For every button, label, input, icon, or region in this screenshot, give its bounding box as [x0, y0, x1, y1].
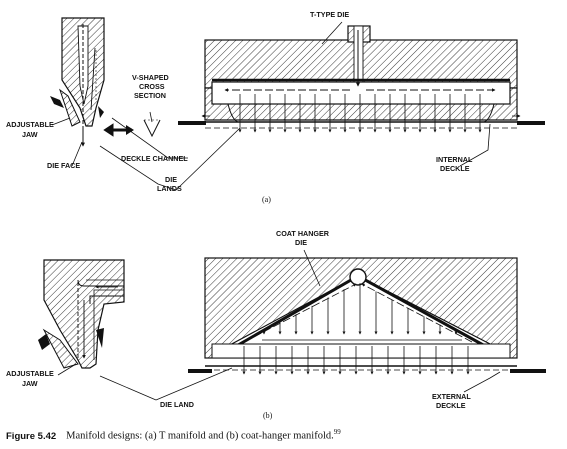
label-internal-deckle-line2: DECKLE [440, 164, 470, 173]
t-type-die-front [178, 25, 545, 133]
coat-hanger-die-front [188, 257, 546, 375]
caption-reference: 99 [333, 428, 341, 436]
label-adjustable-jaw-a-line1: ADJUSTABLE [6, 120, 54, 129]
subfigure-label-a: (a) [262, 195, 271, 204]
figure-caption: Figure 5.42 Manifold designs: (a) T manif… [6, 428, 562, 442]
subfigure-label-b: (b) [263, 411, 273, 420]
label-v-shaped-line2: CROSS [139, 82, 165, 91]
label-die-land: DIE LAND [160, 400, 194, 409]
side-view-a [50, 17, 161, 147]
label-die-lands-line1: DIE [165, 175, 177, 184]
leader-lines-a [51, 21, 491, 191]
label-coat-hanger-line1: COAT HANGER [276, 229, 330, 238]
flow-arrows-b [242, 283, 470, 375]
figure-number: Figure 5.42 [6, 430, 57, 442]
label-v-shaped-line1: V-SHAPED [132, 73, 169, 82]
label-adjustable-jaw-b-line2: JAW [22, 379, 38, 388]
label-external-deckle-line2: DECKLE [436, 401, 466, 410]
label-coat-hanger-line2: DIE [295, 238, 307, 247]
label-die-face: DIE FACE [47, 161, 80, 170]
label-deckle-channel: DECKLE CHANNEL [121, 154, 188, 163]
labels-a: T-TYPE DIE V-SHAPED CROSS SECTION ADJUST… [6, 10, 473, 204]
leader-lines-b [57, 249, 501, 401]
labels-b: COAT HANGER DIE ADJUSTABLE JAW DIE LAND … [6, 229, 471, 420]
label-internal-deckle-line1: INTERNAL [436, 155, 473, 164]
caption-text: Manifold designs: (a) T manifold and (b)… [66, 430, 334, 442]
label-t-type-die: T-TYPE DIE [310, 10, 349, 19]
flow-arrows-a [238, 94, 482, 133]
label-adjustable-jaw-a-line2: JAW [22, 130, 38, 139]
side-view-b [38, 259, 125, 369]
label-adjustable-jaw-b-line1: ADJUSTABLE [6, 369, 54, 378]
label-die-lands-line2: LANDS [157, 184, 182, 193]
label-external-deckle-line1: EXTERNAL [432, 392, 471, 401]
label-v-shaped-line3: SECTION [134, 91, 166, 100]
